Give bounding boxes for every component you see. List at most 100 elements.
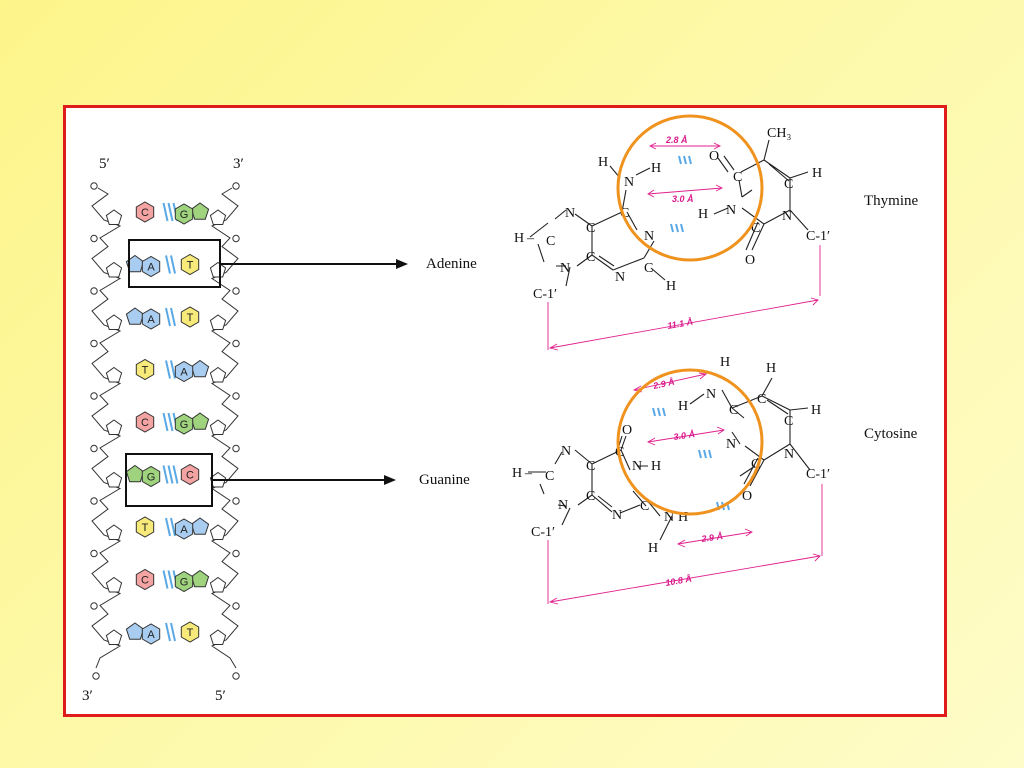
- sugar: [209, 261, 227, 278]
- thymine-base: [135, 358, 155, 381]
- guanine-arrowhead: [384, 475, 396, 485]
- phosphate: [232, 602, 240, 610]
- atom: C: [757, 392, 766, 407]
- phosphate: [232, 444, 240, 453]
- atom: C-1′: [806, 467, 830, 482]
- thymine-label: Thymine: [864, 193, 918, 209]
- phosphate: [90, 339, 98, 348]
- atom: H: [651, 459, 661, 474]
- cytosine-base: [135, 411, 155, 433]
- adenine-letter: A: [180, 367, 188, 379]
- atom: H: [666, 279, 676, 294]
- phosphate: [90, 602, 98, 610]
- atom: H: [514, 231, 524, 246]
- thymine-letter: T: [187, 260, 194, 272]
- svg-text:–: –: [524, 466, 533, 481]
- thymine-base: [135, 516, 155, 538]
- gc-span-distance: 10.8 Å: [665, 574, 693, 588]
- atom: H: [651, 161, 661, 176]
- thymine-base: [180, 306, 200, 328]
- atom: C-1′: [533, 287, 557, 302]
- atom: C: [586, 221, 595, 236]
- gc-hbond-1-distance: 2.9 Å: [651, 377, 675, 391]
- atom: N: [558, 498, 568, 513]
- phosphate: [90, 444, 98, 453]
- at-hbond-1-distance: 2.8 Å: [665, 135, 688, 145]
- phosphate: [232, 339, 240, 348]
- hydrogen-bond: [165, 622, 171, 642]
- atom: N: [615, 270, 625, 285]
- phosphate: [90, 182, 98, 190]
- atom: H: [648, 541, 658, 556]
- sugar: [105, 209, 123, 225]
- atom: H: [598, 155, 608, 170]
- atom: N: [632, 459, 642, 474]
- adenine-arrowhead: [396, 259, 408, 269]
- phosphate: [232, 497, 240, 505]
- phosphate: [232, 549, 240, 558]
- atom: C: [620, 206, 629, 221]
- gc-hbond-highlight-circle: [616, 368, 764, 516]
- hydrogen-bond: [165, 517, 171, 537]
- methyl-group: CH₃: [767, 126, 791, 141]
- atom: C: [640, 499, 649, 514]
- atom: C: [586, 250, 595, 265]
- atom: C: [586, 489, 595, 504]
- atom: N: [784, 447, 794, 462]
- atom: C: [586, 459, 595, 474]
- hydrogen-bond: [652, 407, 666, 417]
- atom: O: [622, 423, 632, 438]
- hydrogen-bond: [165, 255, 171, 274]
- adenine-label: Adenine: [426, 256, 477, 272]
- sugar: [105, 314, 123, 330]
- atom: C: [546, 234, 555, 249]
- adenine-thymine-structure: H – C N N C C N C H N C N H H C-1′ O C C…: [514, 114, 830, 351]
- thymine-base: [180, 253, 200, 276]
- phosphate: [92, 672, 100, 680]
- atom: N: [561, 444, 571, 459]
- cytosine-base: [180, 463, 200, 486]
- atom: N: [782, 209, 792, 224]
- atom: C: [545, 469, 554, 484]
- sugar: [209, 524, 227, 540]
- guanine-base: [174, 203, 194, 225]
- hydrogen-bond: [167, 412, 174, 432]
- hydrogen-bond: [165, 360, 171, 379]
- thymine-letter: T: [187, 312, 194, 324]
- hydrogen-bond: [170, 307, 176, 327]
- sugar: [209, 576, 227, 593]
- atom: C: [733, 170, 742, 185]
- dimension-line: [547, 372, 823, 605]
- adenine-letter: A: [147, 262, 155, 274]
- hydrogen-bond: [167, 202, 174, 222]
- atom: N: [726, 203, 736, 218]
- sugar: [209, 209, 227, 225]
- hydrogen-bond: [170, 517, 176, 537]
- gc-hbond-3-distance: 2.9 Å: [700, 531, 724, 544]
- adenine-base: [141, 255, 161, 278]
- strand-label-bottom-left: 3′: [82, 688, 93, 704]
- adenine-letter: A: [147, 314, 155, 326]
- guanine-base: [141, 465, 161, 488]
- strand-label-top-right: 3′: [233, 156, 244, 172]
- figure-frame: [63, 105, 947, 717]
- adenine-base: [174, 518, 194, 540]
- thymine-base: [180, 621, 200, 643]
- atom: H: [766, 361, 776, 376]
- sugar: [105, 629, 123, 645]
- guanine-base: [174, 413, 194, 435]
- sugar: [105, 366, 123, 383]
- phosphate: [90, 549, 98, 558]
- adenine-base: [125, 307, 145, 325]
- adenine-base: [125, 254, 145, 273]
- sugar: [105, 261, 123, 278]
- thymine-letter: T: [187, 627, 194, 639]
- atom: H: [812, 166, 822, 181]
- cytosine-letter: C: [141, 575, 149, 587]
- atom: H: [512, 466, 522, 481]
- atom: C-1′: [806, 229, 830, 244]
- phosphate: [232, 234, 240, 243]
- guanine-base: [125, 464, 145, 483]
- gc-hbond-2-distance: 3.0 Å: [673, 429, 696, 442]
